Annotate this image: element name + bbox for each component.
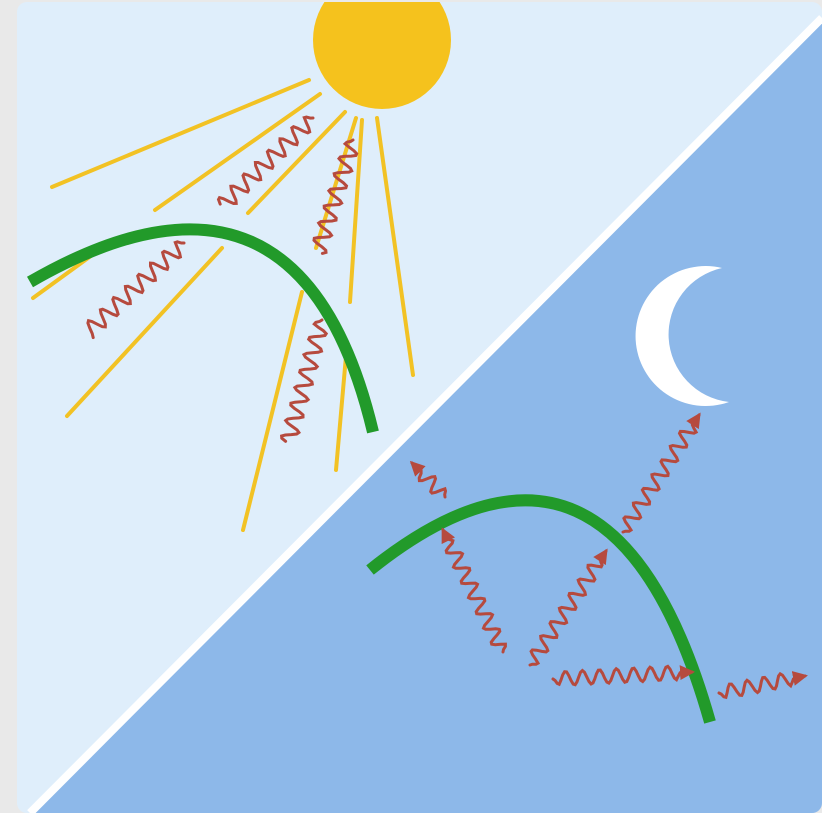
illustration-card [17, 2, 822, 813]
day-night-diagram [17, 2, 822, 813]
